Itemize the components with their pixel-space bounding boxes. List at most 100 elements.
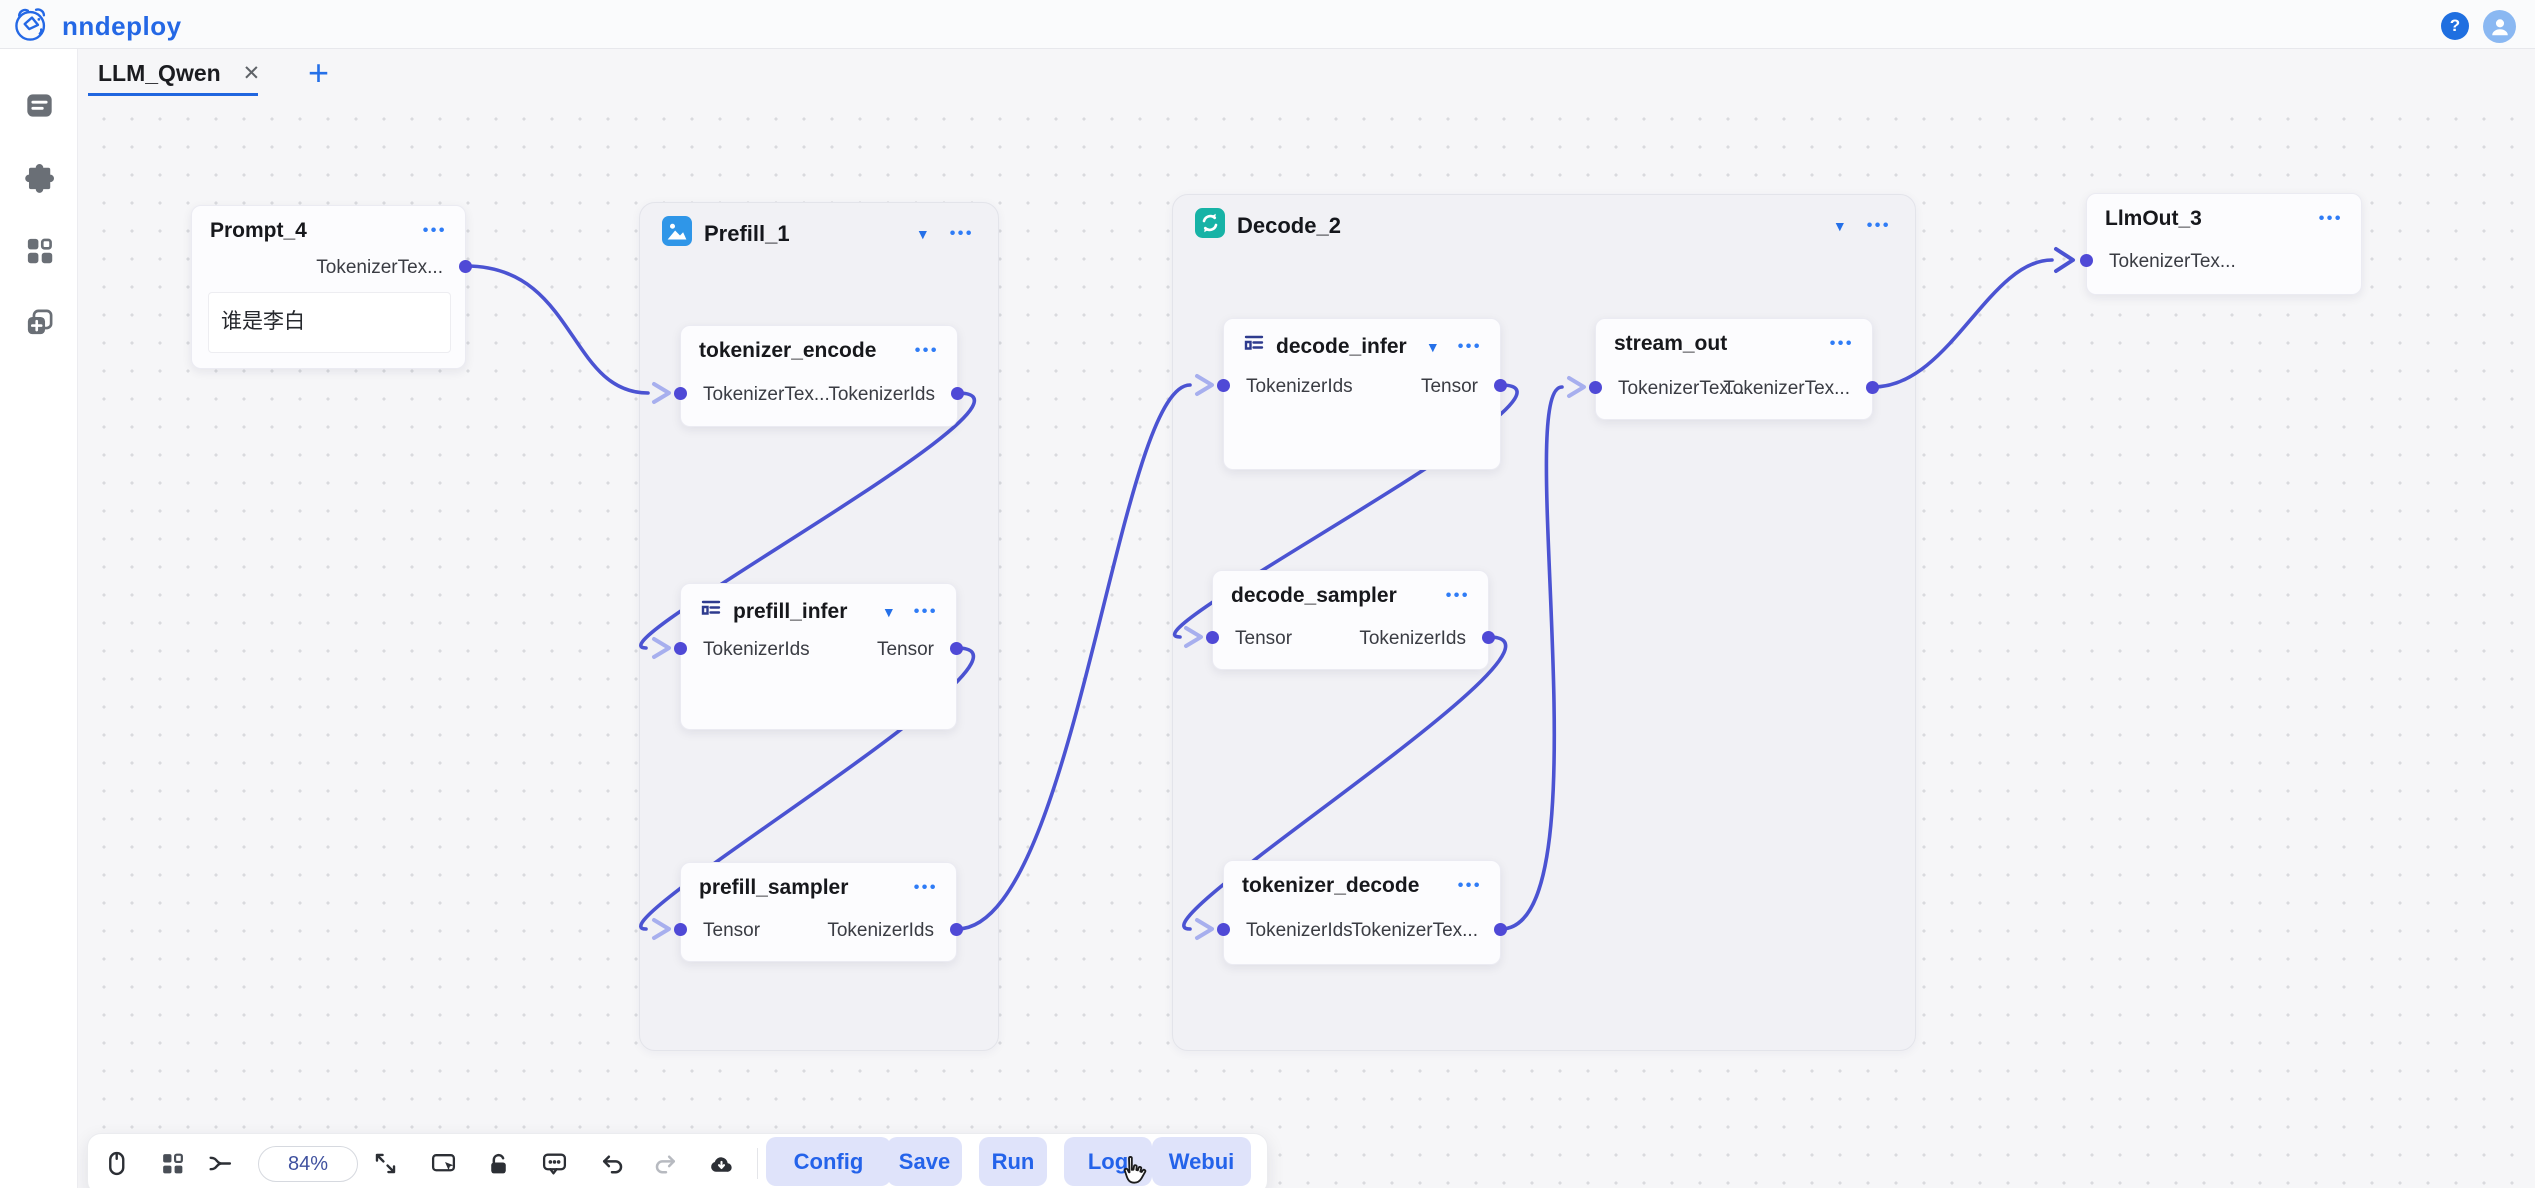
undo-icon[interactable]: [599, 1150, 626, 1177]
tab-close-icon[interactable]: ✕: [242, 61, 261, 85]
input-port[interactable]: [1217, 923, 1230, 936]
node-tokenizer-decode[interactable]: tokenizer_decode ••• TokenizerIds Tokeni…: [1217, 860, 1507, 965]
output-port-label: TokenizerTex...: [1723, 378, 1850, 399]
add-tab-button[interactable]: +: [308, 52, 330, 93]
output-port-label: TokenizerTex...: [316, 257, 443, 278]
output-port-label: Tensor: [1420, 376, 1478, 397]
loop-icon: [1195, 208, 1225, 243]
node-menu-icon[interactable]: •••: [1829, 335, 1854, 352]
node-title: stream_out: [1614, 332, 1728, 355]
input-port-label: TokenizerIds: [703, 639, 810, 660]
help-button[interactable]: ?: [2441, 12, 2469, 40]
tab-bar: LLM_Qwen ✕ +: [78, 49, 2535, 97]
prompt-text-input[interactable]: 谁是李白: [208, 292, 451, 353]
node-title: LlmOut_3: [2105, 207, 2202, 230]
output-port[interactable]: [1494, 379, 1507, 392]
input-port[interactable]: [2080, 254, 2093, 267]
dashboard-icon[interactable]: [24, 235, 55, 266]
input-port[interactable]: [1589, 381, 1602, 394]
tab-llm-qwen[interactable]: LLM_Qwen ✕: [88, 49, 270, 97]
output-port-label: TokenizerIds: [828, 384, 935, 405]
output-port-label: TokenizerTex...: [1351, 920, 1478, 941]
node-stream-out[interactable]: stream_out ••• TokenizerTex... Tokenizer…: [1589, 318, 1879, 420]
input-port[interactable]: [674, 642, 687, 655]
top-header: nndeploy ?: [0, 0, 2535, 49]
output-port[interactable]: [951, 387, 964, 400]
input-port-label: TokenizerTex...: [1618, 378, 1745, 399]
node-decode-sampler[interactable]: decode_sampler ••• Tensor TokenizerIds: [1206, 570, 1495, 670]
input-port-label: Tensor: [703, 920, 761, 941]
input-port[interactable]: [1206, 631, 1219, 644]
node-menu-icon[interactable]: •••: [913, 602, 938, 620]
node-title: tokenizer_decode: [1242, 874, 1420, 897]
output-port[interactable]: [459, 260, 472, 273]
input-port-label: TokenizerIds: [1246, 376, 1353, 397]
webui-button[interactable]: Webui: [1152, 1137, 1251, 1186]
node-menu-icon[interactable]: •••: [1457, 877, 1482, 894]
node-prompt-4[interactable]: Prompt_4 ••• TokenizerTex... 谁是李白: [191, 205, 472, 369]
form-icon: [1242, 332, 1266, 361]
collapse-icon[interactable]: ▼: [881, 603, 896, 620]
bear-logo-icon: [10, 3, 54, 50]
screen-pointer-icon[interactable]: [430, 1150, 457, 1177]
config-button[interactable]: Config: [766, 1137, 891, 1186]
node-menu-icon[interactable]: •••: [1457, 337, 1482, 355]
output-port[interactable]: [1482, 631, 1495, 644]
node-title: decode_infer: [1276, 334, 1407, 358]
input-port[interactable]: [674, 387, 687, 400]
node-menu-icon[interactable]: •••: [2318, 210, 2343, 227]
output-port-label: Tensor: [876, 639, 934, 660]
node-menu-icon[interactable]: •••: [913, 879, 938, 896]
group-header: Decode_2 ▼ •••: [1173, 195, 1915, 243]
brand[interactable]: nndeploy: [10, 3, 182, 50]
group-menu-icon[interactable]: •••: [1866, 216, 1891, 234]
mouse-icon[interactable]: [103, 1150, 130, 1177]
run-button[interactable]: Run: [979, 1137, 1047, 1186]
node-tokenizer-encode[interactable]: tokenizer_encode ••• TokenizerTex... Tok…: [674, 325, 964, 427]
output-port[interactable]: [950, 923, 963, 936]
group-header: Prefill_1 ▼ •••: [640, 203, 998, 251]
copy-add-icon[interactable]: [24, 307, 55, 338]
node-title: prefill_infer: [733, 599, 848, 623]
group-menu-icon[interactable]: •••: [949, 224, 974, 242]
input-port[interactable]: [674, 923, 687, 936]
node-title: tokenizer_encode: [699, 339, 877, 362]
output-port[interactable]: [1494, 923, 1507, 936]
puzzle-icon[interactable]: [24, 162, 55, 193]
form-icon: [699, 597, 723, 626]
edge-prompt-to-encode[interactable]: [464, 264, 650, 395]
redo-icon[interactable]: [652, 1150, 679, 1177]
output-port[interactable]: [950, 642, 963, 655]
arrowhead-icon: [2054, 247, 2075, 273]
cloud-download-icon[interactable]: [708, 1150, 735, 1177]
node-prefill-sampler[interactable]: prefill_sampler ••• Tensor TokenizerIds: [674, 862, 963, 962]
user-avatar[interactable]: [2483, 10, 2516, 43]
node-decode-infer[interactable]: decode_infer ▼ ••• TokenizerIds Tensor: [1217, 318, 1507, 470]
cursor-pointer: [1113, 1154, 1153, 1188]
comment-icon[interactable]: [541, 1150, 568, 1177]
output-port[interactable]: [1866, 381, 1879, 394]
collapse-icon[interactable]: ▼: [915, 225, 930, 242]
node-menu-icon[interactable]: •••: [914, 342, 939, 359]
fit-view-icon[interactable]: [372, 1150, 399, 1177]
toolbar-divider: [757, 1148, 758, 1179]
node-llmout-3[interactable]: LlmOut_3 ••• TokenizerTex...: [2080, 193, 2362, 295]
lock-open-icon[interactable]: [485, 1150, 512, 1177]
input-port[interactable]: [1217, 379, 1230, 392]
node-menu-icon[interactable]: •••: [1445, 587, 1470, 604]
log-button[interactable]: Log: [1064, 1137, 1152, 1186]
left-sidebar: [0, 49, 78, 1188]
branch-icon[interactable]: [206, 1150, 233, 1177]
brand-name: nndeploy: [62, 11, 182, 41]
collapse-icon[interactable]: ▼: [1425, 338, 1440, 355]
node-menu-icon[interactable]: •••: [422, 222, 447, 239]
input-port-label: TokenizerTex...: [2109, 251, 2236, 272]
minimap-icon[interactable]: [159, 1150, 186, 1177]
notes-icon[interactable]: [24, 90, 55, 121]
node-prefill-infer[interactable]: prefill_infer ▼ ••• TokenizerIds Tensor: [674, 583, 963, 730]
save-button[interactable]: Save: [887, 1137, 962, 1186]
group-title: Decode_2: [1237, 212, 1341, 238]
zoom-input[interactable]: 84%: [258, 1146, 358, 1182]
collapse-icon[interactable]: ▼: [1832, 217, 1847, 234]
